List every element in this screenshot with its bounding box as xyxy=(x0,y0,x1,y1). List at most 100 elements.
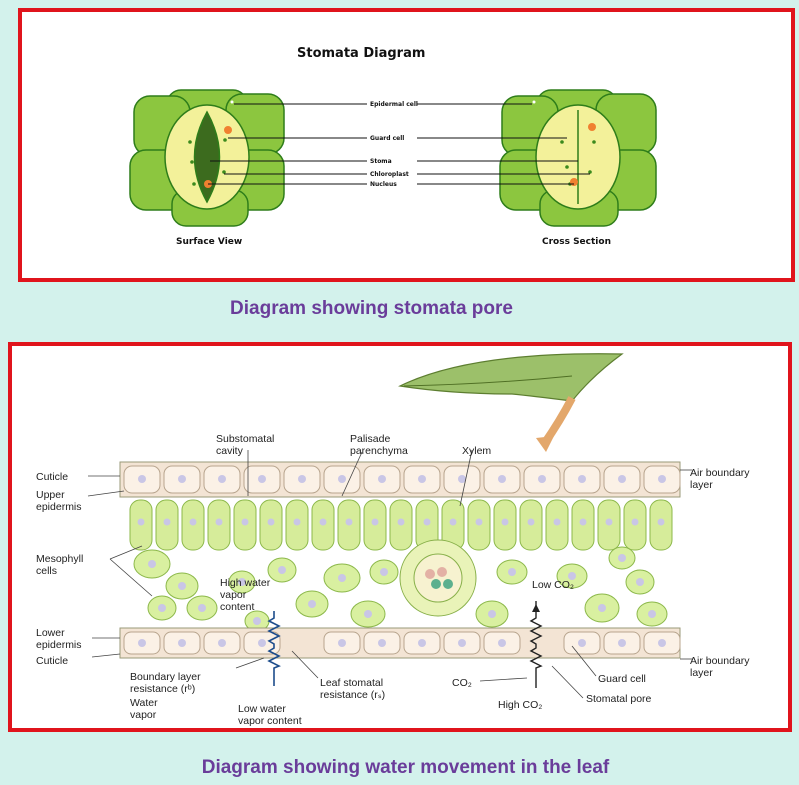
co2-arrow-up xyxy=(532,604,540,612)
leaf-leader-lines xyxy=(87,449,692,699)
cell-nucleus xyxy=(498,639,506,647)
cell-nucleus xyxy=(178,639,186,647)
cell-nucleus xyxy=(364,610,372,618)
cell-nucleus xyxy=(527,518,535,526)
cross-section-label: Cross Section xyxy=(542,237,611,247)
cell-nucleus xyxy=(189,518,197,526)
cell-nucleus xyxy=(579,518,587,526)
caption-water-movement: Diagram showing water movement in the le… xyxy=(201,757,610,778)
leaf-labels: Substomatal cavity Palisade parenchyma X… xyxy=(36,433,750,727)
label-air-top-1: Air boundary xyxy=(690,467,750,479)
cell-nucleus xyxy=(449,518,457,526)
cell-nucleus xyxy=(553,518,561,526)
cell-nucleus xyxy=(138,475,146,483)
label-air-bottom-2: layer xyxy=(690,667,713,679)
cell-nucleus xyxy=(298,475,306,483)
cell-nucleus xyxy=(198,604,206,612)
label-palisade-1: Palisade xyxy=(350,433,390,445)
leaf-icon xyxy=(398,353,624,452)
cell-nucleus xyxy=(397,518,405,526)
cell-nucleus xyxy=(475,518,483,526)
cell-nucleus xyxy=(178,475,186,483)
cell-nucleus xyxy=(163,518,171,526)
cell-nucleus xyxy=(241,518,249,526)
cell-nucleus xyxy=(319,518,327,526)
label-guard-cell: Guard cell xyxy=(370,135,404,142)
label-co2: CO₂ xyxy=(452,677,472,689)
water-resistance-symbol xyxy=(267,611,281,686)
cell-nucleus xyxy=(657,518,665,526)
label-water-vapor-2: vapor xyxy=(130,709,157,721)
cell-nucleus xyxy=(138,639,146,647)
label-xylem: Xylem xyxy=(462,445,491,457)
leaf-water-diagram-panel: Substomatal cavity Palisade parenchyma X… xyxy=(8,342,792,732)
label-lower-2: epidermis xyxy=(36,639,82,651)
leaf-cross-section-svg: Substomatal cavity Palisade parenchyma X… xyxy=(36,353,750,727)
cell-nucleus xyxy=(258,475,266,483)
cell-nucleus xyxy=(488,610,496,618)
co2-resistance-symbol xyxy=(529,601,543,688)
cell-nucleus xyxy=(218,475,226,483)
cell-nucleus xyxy=(378,475,386,483)
label-substomatal-1: Substomatal xyxy=(216,433,274,445)
cell-nucleus xyxy=(636,578,644,586)
label-cuticle-top: Cuticle xyxy=(36,471,68,483)
label-upper-2: epidermis xyxy=(36,501,82,513)
cell-nucleus xyxy=(578,639,586,647)
cell-nucleus xyxy=(458,475,466,483)
cell-nucleus xyxy=(418,475,426,483)
stomata-leader-lines xyxy=(208,103,590,185)
cell-nucleus xyxy=(598,604,606,612)
cell-nucleus xyxy=(618,639,626,647)
cell-nucleus xyxy=(418,639,426,647)
cell-nucleus xyxy=(658,639,666,647)
cell-nucleus xyxy=(338,639,346,647)
label-low-water-1: Low water xyxy=(238,703,286,715)
label-leaf-stomatal-1: Leaf stomatal xyxy=(320,677,383,689)
cell-nucleus xyxy=(568,572,576,580)
surface-view-figure xyxy=(129,89,285,227)
label-palisade-2: parenchyma xyxy=(350,445,408,457)
cell-nucleus xyxy=(267,518,275,526)
cell-nucleus xyxy=(371,518,379,526)
cell-nucleus xyxy=(238,578,246,586)
label-mesophyll-1: Mesophyll xyxy=(36,553,83,565)
cell-nucleus xyxy=(631,518,639,526)
label-lower-1: Lower xyxy=(36,627,65,639)
cell-nucleus xyxy=(345,518,353,526)
cell-nucleus xyxy=(498,475,506,483)
cell-nucleus xyxy=(148,560,156,568)
cell-nucleus xyxy=(258,639,266,647)
label-high-water-2: vapor xyxy=(220,589,247,601)
xylem-bundle xyxy=(399,539,477,617)
cell-nucleus xyxy=(137,518,145,526)
cell-nucleus xyxy=(458,639,466,647)
cell-nucleus xyxy=(158,604,166,612)
stomata-diagram-title: Stomata Diagram xyxy=(297,46,425,61)
cell-nucleus xyxy=(215,518,223,526)
cell-nucleus xyxy=(605,518,613,526)
cross-section-figure xyxy=(499,89,657,227)
label-nucleus: Nucleus xyxy=(370,181,397,188)
cell-nucleus xyxy=(658,475,666,483)
label-high-water-3: content xyxy=(220,601,255,613)
mesophyll-layer xyxy=(133,546,668,632)
lower-epidermis-layer xyxy=(119,627,681,659)
stomata-diagram-svg: Stomata Diagram xyxy=(129,46,657,247)
cell-nucleus xyxy=(293,518,301,526)
label-epidermal-cell: Epidermal cell xyxy=(370,101,418,108)
label-boundary-1: Boundary layer xyxy=(130,671,201,683)
label-mesophyll-2: cells xyxy=(36,565,57,577)
cell-nucleus xyxy=(278,566,286,574)
cell-nucleus xyxy=(308,600,316,608)
label-guard-cell-bottom: Guard cell xyxy=(598,673,646,685)
label-low-water-2: vapor content xyxy=(238,715,302,727)
cell-nucleus xyxy=(423,518,431,526)
cell-nucleus xyxy=(378,639,386,647)
label-high-water-1: High water xyxy=(220,577,271,589)
label-cuticle-bottom: Cuticle xyxy=(36,655,68,667)
label-boundary-2: resistance (rᵇ) xyxy=(130,683,195,695)
label-leaf-stomatal-2: resistance (rₛ) xyxy=(320,689,385,701)
cell-nucleus xyxy=(508,568,516,576)
label-air-top-2: layer xyxy=(690,479,713,491)
